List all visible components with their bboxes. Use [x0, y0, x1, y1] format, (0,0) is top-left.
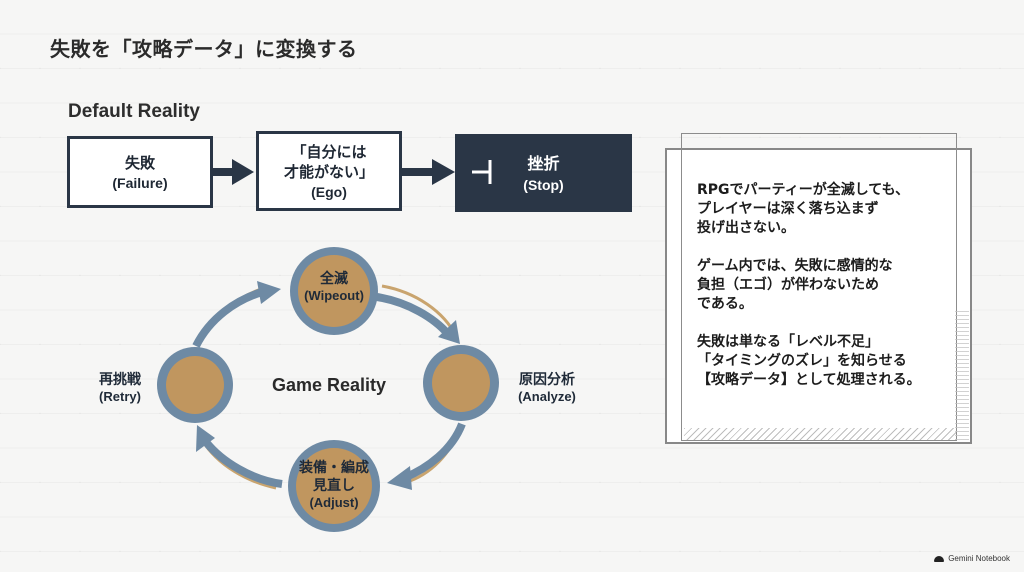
adjust-subtitle: (Adjust) — [309, 495, 359, 511]
wipeout-title: 全滅 — [320, 271, 348, 287]
stop-sublabel: (Stop) — [523, 176, 564, 193]
retry-label: 再挑戦 (Retry) — [78, 371, 162, 404]
failure-label: 失敗 — [124, 153, 155, 172]
game-reality-label: Game Reality — [271, 375, 387, 395]
stop-bar-icon — [472, 160, 492, 184]
analyze-label: 原因分析 (Analyze) — [502, 371, 592, 404]
retry-subtitle: (Retry) — [99, 389, 141, 405]
failure-sublabel: (Failure) — [112, 175, 168, 192]
adjust-title: 装備・編成 見直し — [299, 460, 369, 495]
analyze-title: 原因分析 — [519, 372, 575, 388]
cycle-arrow-adjust-retry — [196, 425, 283, 488]
notebook-logo-icon — [934, 555, 945, 562]
ego-box: 「自分には 才能がない」 (Ego) — [256, 131, 402, 211]
analyze-node — [423, 345, 499, 421]
stop-box: 挫折 (Stop) — [455, 134, 632, 212]
retry-node — [157, 347, 233, 423]
explanation-paragraph-3: 失敗は単なる「レベル不足」 「タイミングのズレ」を知らせる 【攻略データ】として… — [697, 334, 921, 388]
ego-sublabel: (Ego) — [311, 184, 347, 201]
explanation-card — [665, 148, 972, 444]
default-reality-label: Default Reality — [68, 101, 200, 122]
ego-label: 「自分には 才能がない」 — [283, 142, 374, 181]
cycle-arrow-analyze-adjust — [387, 422, 466, 490]
wipeout-label: 全滅 (Wipeout) — [289, 270, 379, 303]
card-hatch-right — [955, 310, 969, 440]
explanation-paragraph-2: ゲーム内では、失敗に感情的な 負担（エゴ）が伴わないため である。 — [697, 258, 893, 312]
wipeout-node — [290, 247, 378, 335]
card-hatch-bottom — [684, 428, 956, 440]
failure-box: 失敗 (Failure) — [67, 136, 213, 208]
cycle-arrow-wipeout-analyze — [376, 293, 460, 344]
cycle-arrow-retry-wipeout — [192, 281, 281, 348]
explanation-paragraph-1: RPGでパーティーが全滅しても、 プレイヤーは深く落ち込まず 投げ出さない。 — [697, 182, 910, 236]
watermark: Gemini Notebook — [934, 554, 1010, 563]
page-title: 失敗を「攻略データ」に変換する — [50, 37, 358, 61]
stop-label: 挫折 — [527, 154, 560, 174]
flow-arrow-ego-stop — [402, 159, 455, 185]
flow-arrow-failure-ego — [213, 159, 254, 185]
explanation-text: RPGでパーティーが全滅しても、 プレイヤーは深く落ち込まず 投げ出さない。 ゲ… — [697, 181, 967, 409]
retry-title: 再挑戦 — [99, 372, 141, 388]
adjust-label: 装備・編成 見直し (Adjust) — [280, 459, 388, 510]
analyze-subtitle: (Analyze) — [518, 389, 576, 405]
adjust-node — [288, 440, 380, 532]
watermark-text: Gemini Notebook — [948, 554, 1010, 563]
wipeout-subtitle: (Wipeout) — [304, 288, 364, 304]
